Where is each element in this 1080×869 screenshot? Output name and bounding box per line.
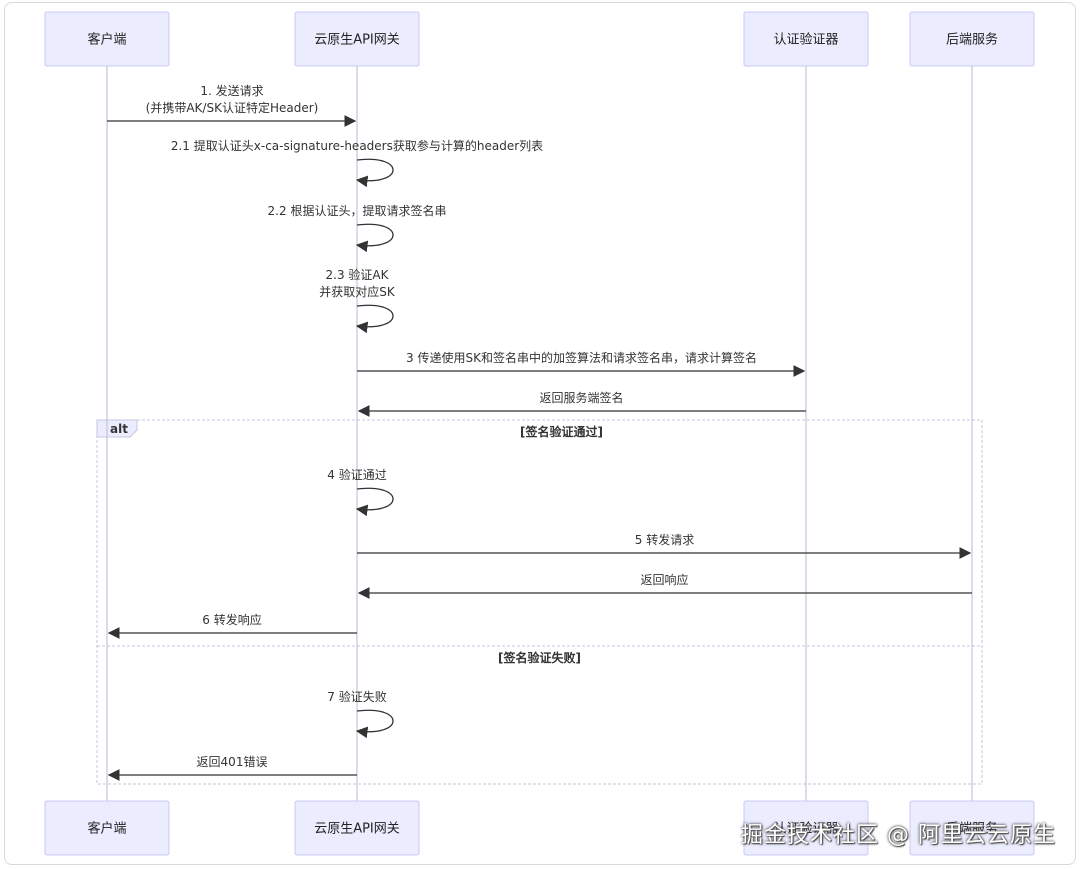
message-m1: 1. 发送请求 (并携带AK/SK认证特定Header): [107, 83, 357, 127]
alt-fragment-label: alt: [110, 422, 128, 436]
actor-box-backend-bottom: [909, 800, 1035, 856]
message-label: 4 验证通过: [327, 467, 386, 482]
message-label: 2.1 提取认证头x-ca-signature-headers获取参与计算的he…: [171, 138, 543, 153]
message-label: 2.3 验证AK: [326, 267, 390, 282]
message-label: 7 验证失败: [327, 689, 386, 704]
message-label: 并获取对应SK: [319, 284, 396, 299]
actor-box-client-top: [44, 11, 170, 67]
alt-condition-pass: [签名验证通过]: [520, 424, 603, 439]
actor-label-auth-top: 认证验证器: [773, 32, 838, 48]
message-label: 3 传递使用SK和签名串中的加签算法和请求签名串，请求计算签名: [406, 350, 757, 365]
message-label: 1. 发送请求: [200, 83, 263, 98]
watermark-text: 掘金技术社区 @ 阿里云云原生: [741, 823, 1056, 848]
message-m8: 返回401错误: [107, 755, 357, 781]
message-m5: 5 转发请求: [357, 532, 972, 559]
actor-label-gateway-bottom: 云原生API网关: [314, 822, 400, 837]
message-label: 6 转发响应: [202, 612, 261, 627]
actor-label-client-top: 客户端: [87, 32, 126, 48]
actor-box-client-bottom: [44, 800, 170, 856]
self-loop-arrow: [355, 709, 394, 739]
message-m3: 3 传递使用SK和签名串中的加签算法和请求签名串，请求计算签名: [357, 350, 806, 377]
message-m21: 2.1 提取认证头x-ca-signature-headers获取参与计算的he…: [171, 138, 543, 188]
self-loop-arrow: [355, 304, 394, 334]
self-loop-arrow: [355, 487, 394, 517]
message-m23: 2.3 验证AK 并获取对应SK: [319, 267, 396, 334]
actor-label-backend-top: 后端服务: [946, 32, 998, 48]
actor-box-gateway-bottom: [294, 800, 420, 856]
actor-box-auth-bottom: [743, 800, 869, 856]
actor-box-gateway-top: [294, 11, 420, 67]
message-label: 返回服务端签名: [539, 390, 623, 405]
actor-label-auth-bottom: 认证验证器: [773, 821, 838, 837]
message-label: (并携带AK/SK认证特定Header): [146, 100, 319, 115]
alt-fragment-box: [96, 419, 983, 785]
message-m5r: 返回响应: [357, 572, 972, 599]
message-label: 5 转发请求: [635, 532, 694, 547]
message-m22: 2.2 根据认证头，提取请求签名串: [268, 203, 447, 253]
message-label: 2.2 根据认证头，提取请求签名串: [268, 203, 447, 218]
actor-box-backend-top: [909, 11, 1035, 67]
message-m6: 6 转发响应: [107, 612, 357, 639]
diagram-frame: [4, 2, 1076, 865]
message-label: 返回401错误: [197, 755, 268, 769]
actor-label-client-bottom: 客户端: [87, 821, 126, 837]
self-loop-arrow: [355, 223, 394, 253]
actor-box-auth-top: [743, 11, 869, 67]
message-m4: 4 验证通过: [327, 467, 394, 517]
self-loop-arrow: [355, 158, 394, 188]
message-label: 返回响应: [640, 572, 688, 587]
alt-condition-fail: [签名验证失败]: [498, 650, 581, 665]
message-m3r: 返回服务端签名: [357, 390, 806, 417]
message-m7: 7 验证失败: [327, 689, 394, 739]
actor-label-gateway-top: 云原生API网关: [314, 33, 400, 48]
actor-label-backend-bottom: 后端服务: [946, 821, 998, 837]
